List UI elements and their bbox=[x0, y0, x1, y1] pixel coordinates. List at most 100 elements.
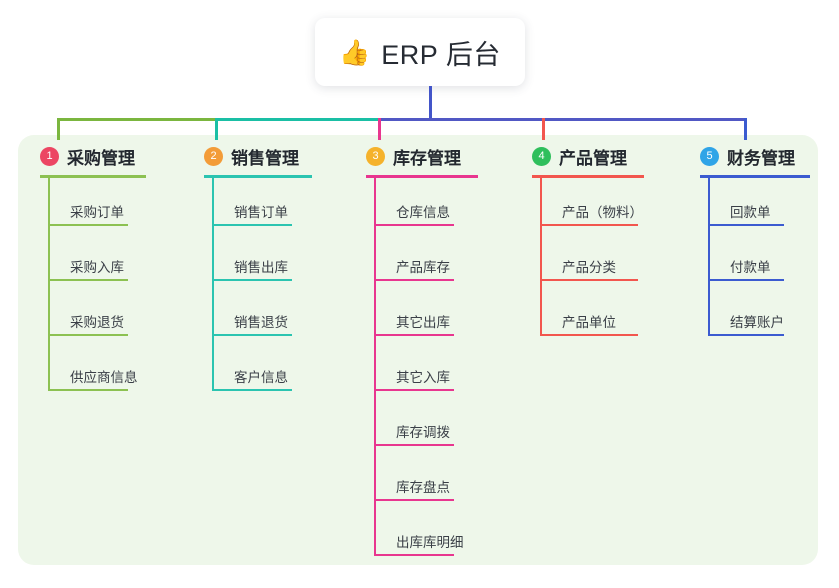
leaf-trunk-3 bbox=[374, 178, 376, 556]
column-badge-5: 5 bbox=[700, 146, 719, 166]
leaf-item-label: 出库库明细 bbox=[396, 535, 464, 550]
leaf-item-label: 销售订单 bbox=[234, 205, 288, 220]
column-header-3[interactable]: 3 库存管理 bbox=[366, 143, 461, 169]
column-title-5: 财务管理 bbox=[727, 148, 795, 168]
leaf-item-label: 销售出库 bbox=[234, 260, 288, 275]
leaf-item[interactable]: 回款单 bbox=[708, 192, 788, 226]
leaf-item[interactable]: 仓库信息 bbox=[374, 192, 458, 226]
column-rule-3 bbox=[366, 175, 478, 178]
leaf-item-rule bbox=[212, 224, 292, 226]
column-rule-1 bbox=[40, 175, 146, 178]
leaf-item-rule bbox=[48, 334, 128, 336]
root-stem bbox=[429, 86, 432, 121]
leaf-item-label: 产品单位 bbox=[562, 315, 616, 330]
leaf-item[interactable]: 库存盘点 bbox=[374, 467, 458, 501]
drop-5 bbox=[744, 118, 747, 140]
leaf-item-label: 库存盘点 bbox=[396, 480, 450, 495]
teal-segment bbox=[215, 118, 378, 121]
column-3: 3 库存管理仓库信息产品库存其它出库其它入库库存调拨库存盘点出库库明细 bbox=[366, 143, 478, 556]
drop-1 bbox=[57, 118, 60, 140]
leaf-item[interactable]: 采购退货 bbox=[48, 302, 132, 336]
leaf-item-label: 采购退货 bbox=[70, 315, 124, 330]
leaf-trunk-1 bbox=[48, 178, 50, 391]
thumbs-up-icon: 👍 bbox=[339, 37, 371, 67]
column-badge-1: 1 bbox=[40, 146, 59, 166]
leaf-item-label: 供应商信息 bbox=[70, 370, 138, 385]
leaf-item-label: 仓库信息 bbox=[396, 205, 450, 220]
leaf-item-label: 付款单 bbox=[730, 260, 771, 275]
column-rule-4 bbox=[532, 175, 644, 178]
leaf-item[interactable]: 销售订单 bbox=[212, 192, 296, 226]
leaf-item-rule bbox=[708, 334, 784, 336]
column-title-2: 销售管理 bbox=[231, 148, 299, 168]
leaf-item[interactable]: 客户信息 bbox=[212, 357, 296, 391]
leaf-item[interactable]: 结算账户 bbox=[708, 302, 788, 336]
leaf-item-label: 产品库存 bbox=[396, 260, 450, 275]
leaf-item-label: 其它入库 bbox=[396, 370, 450, 385]
leaf-item[interactable]: 产品分类 bbox=[540, 247, 642, 281]
leaf-trunk-4 bbox=[540, 178, 542, 336]
leaf-item[interactable]: 产品（物料） bbox=[540, 192, 643, 226]
leaf-trunk-2 bbox=[212, 178, 214, 391]
leaf-item-label: 其它出库 bbox=[396, 315, 450, 330]
column-header-5[interactable]: 5 财务管理 bbox=[700, 143, 795, 169]
leaf-item-rule bbox=[374, 389, 454, 391]
column-title-3: 库存管理 bbox=[393, 148, 461, 168]
leaf-item[interactable]: 其它出库 bbox=[374, 302, 458, 336]
column-rule-5 bbox=[700, 175, 810, 178]
leaf-item-rule bbox=[374, 499, 454, 501]
leaf-item-rule bbox=[48, 279, 128, 281]
leaf-item-rule bbox=[708, 279, 784, 281]
drop-2 bbox=[215, 118, 218, 140]
leaf-item-rule bbox=[48, 224, 128, 226]
leaf-item-label: 产品（物料） bbox=[562, 205, 643, 220]
column-1: 1 采购管理采购订单采购入库采购退货供应商信息 bbox=[40, 143, 146, 391]
green-segment bbox=[57, 118, 215, 121]
leaf-item-rule bbox=[374, 334, 454, 336]
column-header-1[interactable]: 1 采购管理 bbox=[40, 143, 135, 169]
leaf-item[interactable]: 库存调拨 bbox=[374, 412, 458, 446]
leaf-item[interactable]: 产品单位 bbox=[540, 302, 642, 336]
leaf-item[interactable]: 采购订单 bbox=[48, 192, 132, 226]
column-rule-2 bbox=[204, 175, 312, 178]
column-title-1: 采购管理 bbox=[67, 148, 135, 168]
leaf-item-label: 回款单 bbox=[730, 205, 771, 220]
leaf-item-rule bbox=[540, 334, 638, 336]
leaf-item-rule bbox=[708, 224, 784, 226]
leaf-item-rule bbox=[374, 279, 454, 281]
leaf-item-rule bbox=[48, 389, 128, 391]
column-badge-4: 4 bbox=[532, 146, 551, 166]
leaf-item[interactable]: 销售退货 bbox=[212, 302, 296, 336]
leaf-item-rule bbox=[374, 444, 454, 446]
leaf-item[interactable]: 其它入库 bbox=[374, 357, 458, 391]
leaf-item-rule bbox=[212, 334, 292, 336]
leaf-item-label: 采购订单 bbox=[70, 205, 124, 220]
drop-4 bbox=[542, 118, 545, 140]
leaf-item[interactable]: 付款单 bbox=[708, 247, 788, 281]
root-node-content: 👍 ERP 后台 bbox=[339, 33, 501, 72]
leaf-item-label: 客户信息 bbox=[234, 370, 288, 385]
leaf-item-label: 结算账户 bbox=[730, 315, 784, 330]
leaf-item-label: 产品分类 bbox=[562, 260, 616, 275]
column-5: 5 财务管理回款单付款单结算账户 bbox=[700, 143, 810, 336]
root-node[interactable]: 👍 ERP 后台 bbox=[315, 18, 525, 86]
leaf-item[interactable]: 供应商信息 bbox=[48, 357, 138, 391]
leaf-item-label: 销售退货 bbox=[234, 315, 288, 330]
column-badge-3: 3 bbox=[366, 146, 385, 166]
root-node-label: ERP 后台 bbox=[381, 39, 501, 70]
content-panel bbox=[18, 135, 818, 565]
leaf-item[interactable]: 采购入库 bbox=[48, 247, 132, 281]
leaf-item-label: 库存调拨 bbox=[396, 425, 450, 440]
leaf-trunk-5 bbox=[708, 178, 710, 336]
leaf-item-rule bbox=[374, 224, 454, 226]
leaf-item-rule bbox=[540, 279, 638, 281]
leaf-item[interactable]: 出库库明细 bbox=[374, 522, 464, 556]
leaf-item-rule bbox=[212, 389, 292, 391]
leaf-item[interactable]: 销售出库 bbox=[212, 247, 296, 281]
leaf-item[interactable]: 产品库存 bbox=[374, 247, 458, 281]
